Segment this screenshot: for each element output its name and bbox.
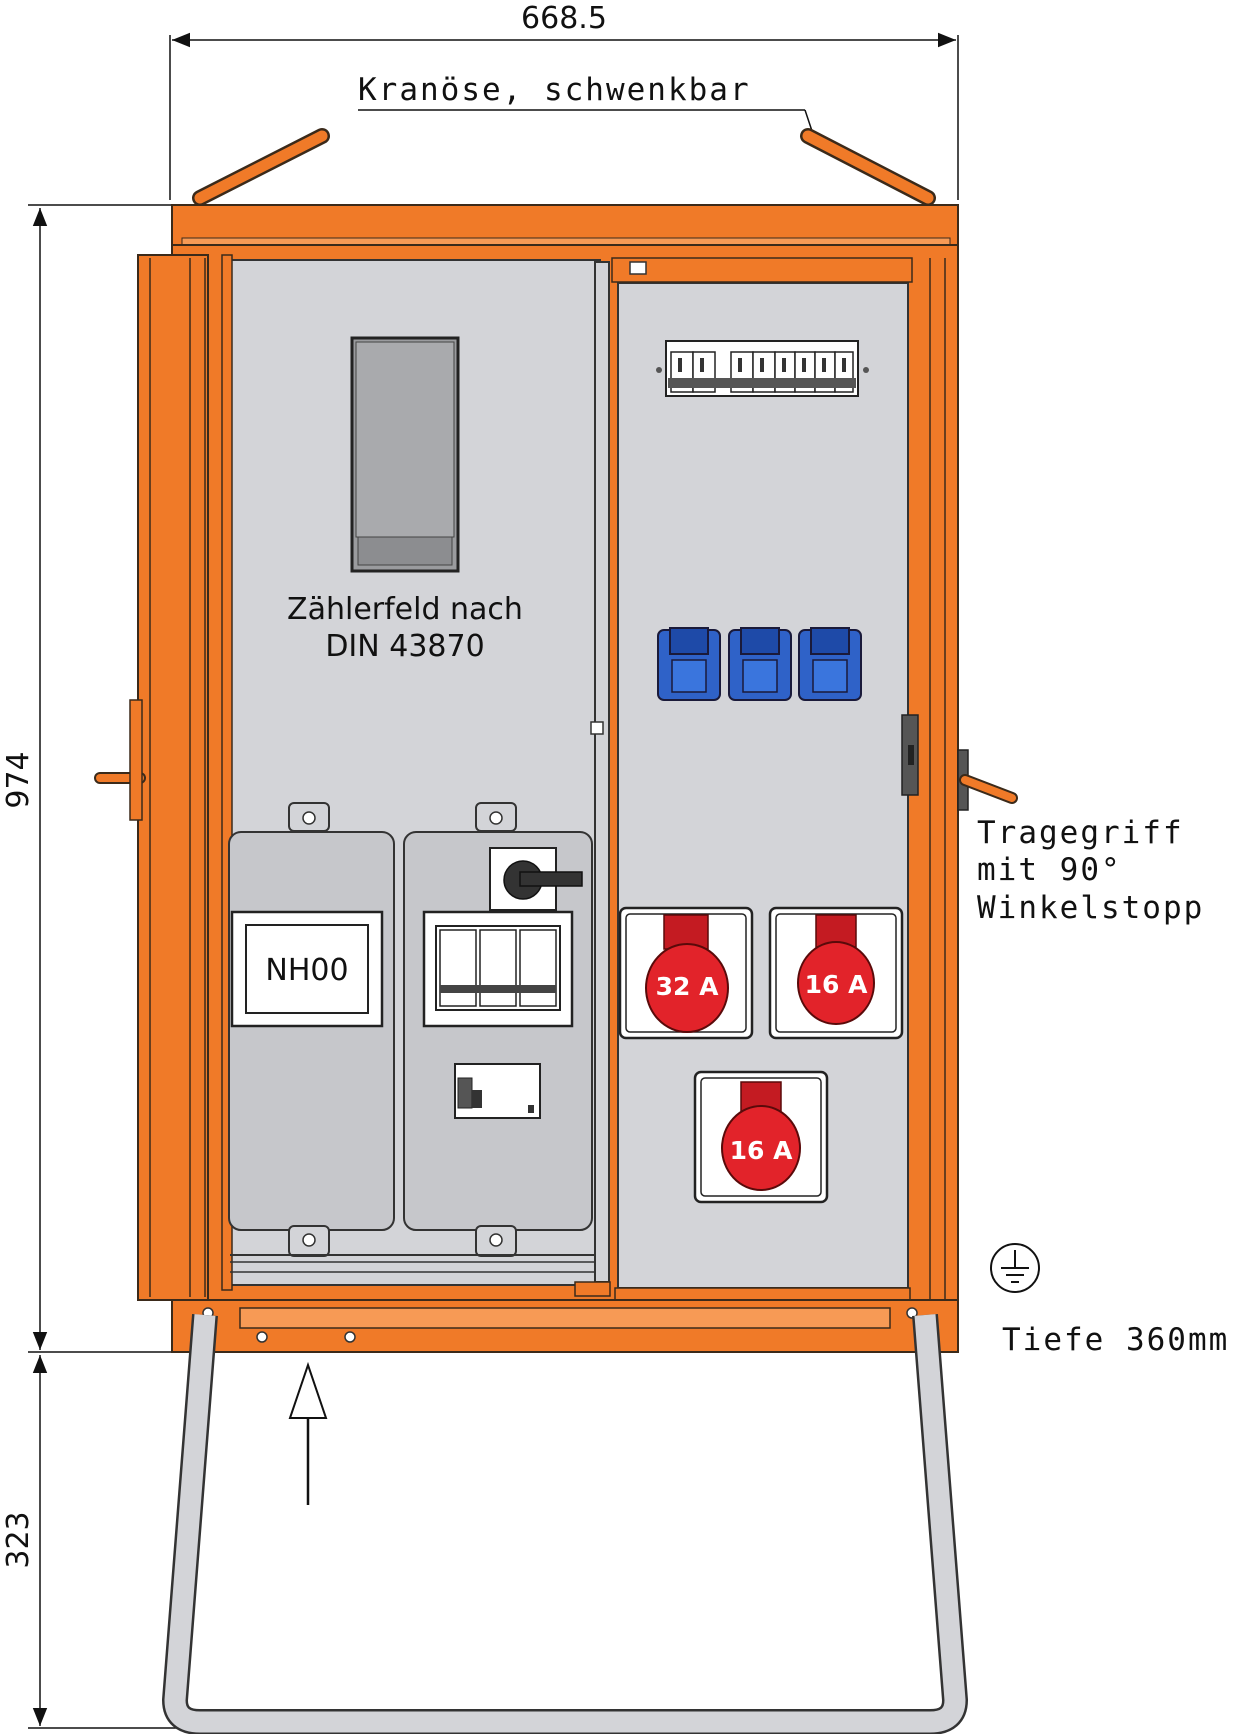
cabinet-height-label: 974	[1, 751, 36, 808]
cabinet-roof	[171, 204, 959, 249]
rotary-main-switch	[489, 847, 583, 911]
crane-eye-right	[800, 128, 936, 206]
right-panel	[611, 257, 919, 1305]
rcd-module	[454, 1063, 541, 1119]
cee-socket-16a-lower-label: 16 A	[730, 1136, 793, 1165]
crane-eye-label: Kranöse, schwenkbar	[358, 72, 751, 108]
left-panel-bottom-rail	[230, 1254, 600, 1273]
circuit-breaker-block	[422, 910, 574, 1028]
insertion-arrow-icon	[288, 1361, 328, 1505]
cee-socket-16a-lower: 16 A	[693, 1070, 829, 1204]
width-dimension-label: 668.5	[521, 1, 607, 36]
schuko-socket-1	[657, 627, 721, 701]
schuko-socket-2	[728, 627, 792, 701]
handle-note-line3: Winkelstopp	[977, 890, 1204, 926]
schuko-socket-3	[798, 627, 862, 701]
cee-socket-16a-upper: 16 A	[768, 906, 904, 1040]
cee-socket-32a-label: 32 A	[656, 972, 719, 1001]
meter-field-label-line1: Zählerfeld nach	[287, 592, 523, 627]
cabinet-base	[171, 1299, 959, 1353]
nh00-fuse-label: NH00	[265, 953, 348, 988]
carry-handle-right	[957, 749, 1018, 811]
height-dimension-stand: 323	[1, 1355, 200, 1729]
cee-socket-32a: 32 A	[618, 906, 754, 1040]
crane-eye-left	[192, 128, 330, 206]
nh00-fuse-cover	[228, 802, 395, 1257]
handle-note-line2: mit 90°	[977, 852, 1122, 888]
cee-socket-16a-upper-label: 16 A	[805, 970, 868, 999]
din-rail-breakers	[656, 340, 869, 397]
depth-note: Tiefe 360mm	[1002, 1322, 1229, 1358]
stand-frame	[162, 1313, 968, 1734]
meter-window	[350, 336, 460, 573]
height-dimension-cabinet: 974	[1, 204, 190, 1353]
handle-note-line1: Tragegriff	[977, 815, 1184, 851]
center-divider	[574, 261, 611, 1297]
meter-field-label-line2: DIN 43870	[325, 629, 484, 664]
width-dimension: 668.5	[169, 1, 959, 200]
stand-height-label: 323	[1, 1511, 36, 1568]
crane-eye-note: Kranöse, schwenkbar	[358, 72, 816, 141]
carry-handle-left	[94, 699, 146, 821]
ground-symbol-icon	[990, 1243, 1040, 1293]
